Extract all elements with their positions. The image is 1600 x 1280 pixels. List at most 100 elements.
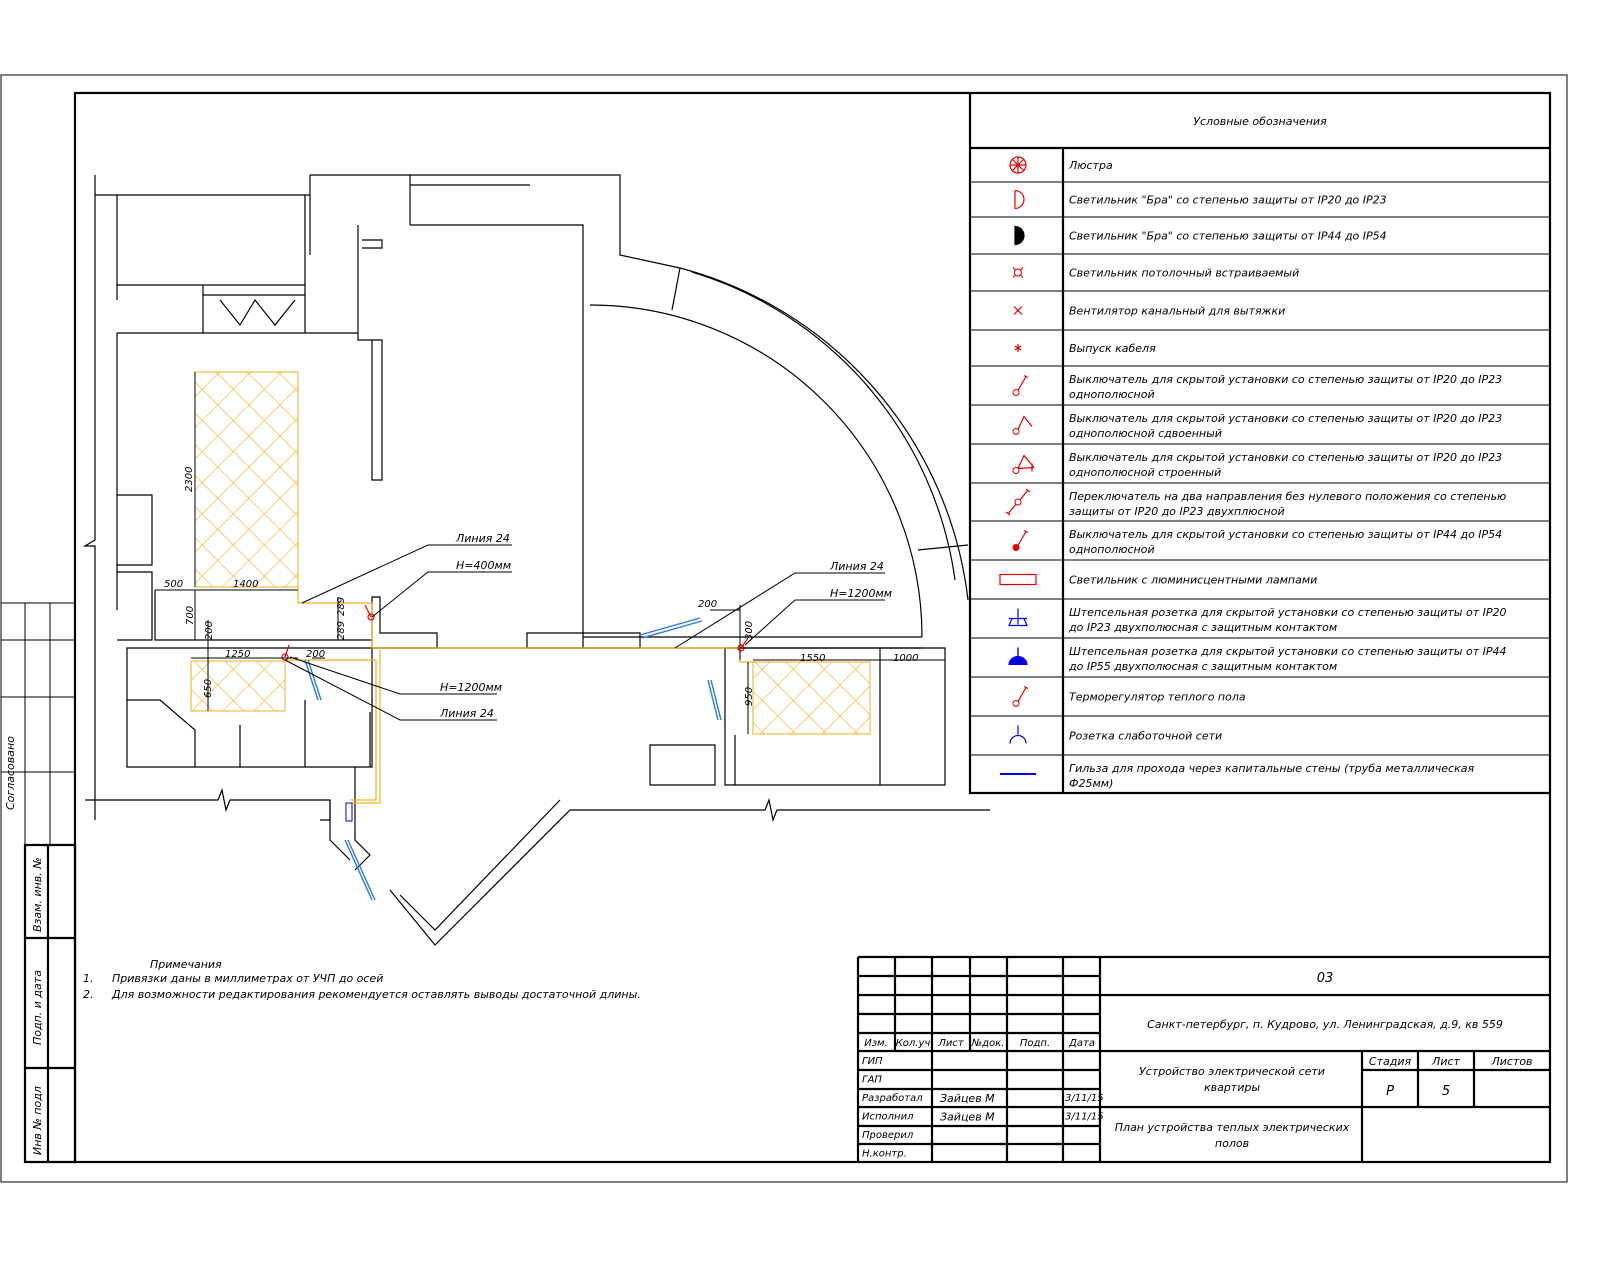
duct-fan-icon xyxy=(1013,306,1023,315)
heated-floor-zone-bath xyxy=(190,660,286,712)
legend-label: Светильник "Бра" со степенью защиты от I… xyxy=(1069,230,1387,243)
thermostat-icon xyxy=(737,644,745,652)
revision-column-header: Подп. xyxy=(1020,1038,1050,1049)
legend-label: до IP23 двухполюсная с защитным контакто… xyxy=(1068,621,1337,634)
callout-line-24: Линия 24 xyxy=(829,560,884,573)
dim-300: 300 xyxy=(744,621,755,640)
legend-label: Люстра xyxy=(1068,159,1113,172)
low-current-socket-icon xyxy=(1009,725,1027,744)
chandelier-icon xyxy=(1009,156,1027,174)
heated-floor-zone-room xyxy=(194,371,299,588)
note-text: Привязки даны в миллиметрах от УЧП до ос… xyxy=(112,972,383,985)
heated-floor-zones xyxy=(190,371,871,735)
inv-orig-label: Инв № подл xyxy=(31,1086,44,1155)
wall-lamp-ip44-icon xyxy=(1014,225,1025,246)
legend-row: Светильник "Бра" со степенью защиты от I… xyxy=(970,181,1550,210)
dim-500: 500 xyxy=(164,579,183,590)
switch-ip44-icon xyxy=(1012,529,1029,551)
dimensions: 2300 500 1400 700 200 1250 200 650 289 2… xyxy=(155,372,945,734)
heated-floor-zone-right xyxy=(752,661,871,735)
revision-column-header: Лист xyxy=(937,1038,965,1049)
legend-label: Выключатель для скрытой установки со сте… xyxy=(1069,373,1502,386)
legend-row: Выключатель для скрытой установки со сте… xyxy=(970,365,1550,401)
sheets-label: Листов xyxy=(1490,1055,1532,1068)
revision-column-header: Кол.уч xyxy=(896,1038,931,1049)
notes-title: Примечания xyxy=(150,958,222,971)
cable-outlet-icon xyxy=(1014,344,1022,352)
callout-height-1200: Н=1200мм xyxy=(830,587,892,600)
legend-label: Выпуск кабеля xyxy=(1069,342,1156,355)
legend-row: Переключатель на два направления без нул… xyxy=(970,482,1550,518)
legend-label: до IP55 двухполюсная с защитным контакто… xyxy=(1068,660,1337,673)
socket-ip20-icon xyxy=(1008,608,1028,627)
legend-row: Выключатель для скрытой установки со сте… xyxy=(970,520,1550,556)
legend-row: Гильза для прохода через капитальные сте… xyxy=(970,754,1550,790)
project-code: 03 xyxy=(1317,971,1334,986)
legend-label: Ф25мм) xyxy=(1069,777,1113,790)
sign-date-label: Подп. и дата xyxy=(31,970,44,1045)
outer-frame xyxy=(0,74,1568,1183)
legend-row: Выпуск кабеля xyxy=(970,329,1550,355)
revision-column-header: Изм. xyxy=(864,1038,888,1049)
signature-name: Зайцев М xyxy=(940,1111,995,1124)
replace-inv-label: Взам. инв. № xyxy=(31,857,44,932)
heating-cable-lines xyxy=(285,587,753,804)
legend-label: Выключатель для скрытой установки со сте… xyxy=(1069,451,1502,464)
dim-1250: 1250 xyxy=(225,649,250,660)
revision-column-header: Дата xyxy=(1068,1038,1095,1049)
signature-date: 3/11/15 xyxy=(1065,1093,1104,1104)
legend-label: защиты от IP20 до IP23 двухплюсной xyxy=(1069,505,1285,518)
legend-row: Вентилятор канальный для вытяжки xyxy=(970,290,1550,318)
two-way-switch-icon xyxy=(1005,488,1031,516)
sheet-value: 5 xyxy=(1442,1084,1450,1099)
note-number: 2. xyxy=(83,988,94,1001)
fluorescent-lamp-icon xyxy=(999,573,1037,586)
note-text: Для возможности редактирования рекоменду… xyxy=(111,988,641,1001)
revision-column-header: №док. xyxy=(971,1038,1005,1049)
callouts: Линия 24 Н=400мм Н=1200мм Линия 24 Линия… xyxy=(284,532,892,721)
legend-row: Розетка слаботочной сети xyxy=(970,715,1550,744)
signature-name: Зайцев М xyxy=(940,1092,995,1105)
notes: Примечания 1. Привязки даны в миллиметра… xyxy=(83,958,641,1001)
legend-row: Штепсельная розетка для скрытой установк… xyxy=(970,637,1550,673)
dim-1400: 1400 xyxy=(233,579,258,590)
legend-label: Терморегулятор теплого пола xyxy=(1069,691,1246,704)
signature-role: ГАП xyxy=(862,1075,882,1086)
signature-role: Проверил xyxy=(862,1130,914,1141)
legend-row: Светильник с люминисцентными лампами xyxy=(970,559,1550,587)
legend-label: Штепсельная розетка для скрытой установк… xyxy=(1069,606,1507,619)
floor-thermostat-icon xyxy=(1012,685,1029,707)
stage-label: Стадия xyxy=(1369,1055,1412,1068)
legend-row: Светильник "Бра" со степенью защиты от I… xyxy=(970,216,1550,246)
agreed-label: Согласовано xyxy=(4,736,17,810)
legend-label: однополюсной строенный xyxy=(1069,466,1221,479)
legend-title: Условные обозначения xyxy=(1193,115,1327,128)
legend-label: Штепсельная розетка для скрытой установк… xyxy=(1069,645,1507,658)
work-title: Устройство электрической сети xyxy=(1139,1065,1325,1078)
sheet-label: Лист xyxy=(1431,1055,1460,1068)
legend-label: однополюсной сдвоенный xyxy=(1069,427,1222,440)
dim-950: 950 xyxy=(744,687,755,706)
wall-lamp-ip20-icon xyxy=(1014,189,1025,210)
dim-289: 289 xyxy=(336,597,347,616)
sheet-title: План устройства теплых электрических xyxy=(1115,1121,1350,1134)
signature-role: Исполнил xyxy=(862,1112,914,1123)
floor-plan: 2300 500 1400 700 200 1250 200 650 289 2… xyxy=(82,174,990,946)
switch-double-icon xyxy=(1012,415,1033,435)
dim-700: 700 xyxy=(185,606,196,625)
legend-label: Гильза для прохода через капитальные сте… xyxy=(1069,762,1474,775)
dim-289: 289 xyxy=(336,621,347,640)
legend-label: Светильник с люминисцентными лампами xyxy=(1069,574,1317,587)
stage-value: Р xyxy=(1386,1084,1394,1099)
legend-label: Переключатель на два направления без нул… xyxy=(1069,490,1506,503)
work-title: квартиры xyxy=(1204,1081,1260,1094)
switch-triple-icon xyxy=(1012,454,1035,474)
sheet-title: полов xyxy=(1215,1137,1249,1150)
signature-role: Разработал xyxy=(862,1092,923,1104)
legend-label: Светильник потолочный встраиваемый xyxy=(1069,267,1299,280)
legend-row: Люстра xyxy=(1009,156,1113,174)
title-block: 03 Санкт-петербург, п. Кудрово, ул. Лени… xyxy=(856,955,1550,1162)
legend-label: однополюсной xyxy=(1069,543,1155,556)
